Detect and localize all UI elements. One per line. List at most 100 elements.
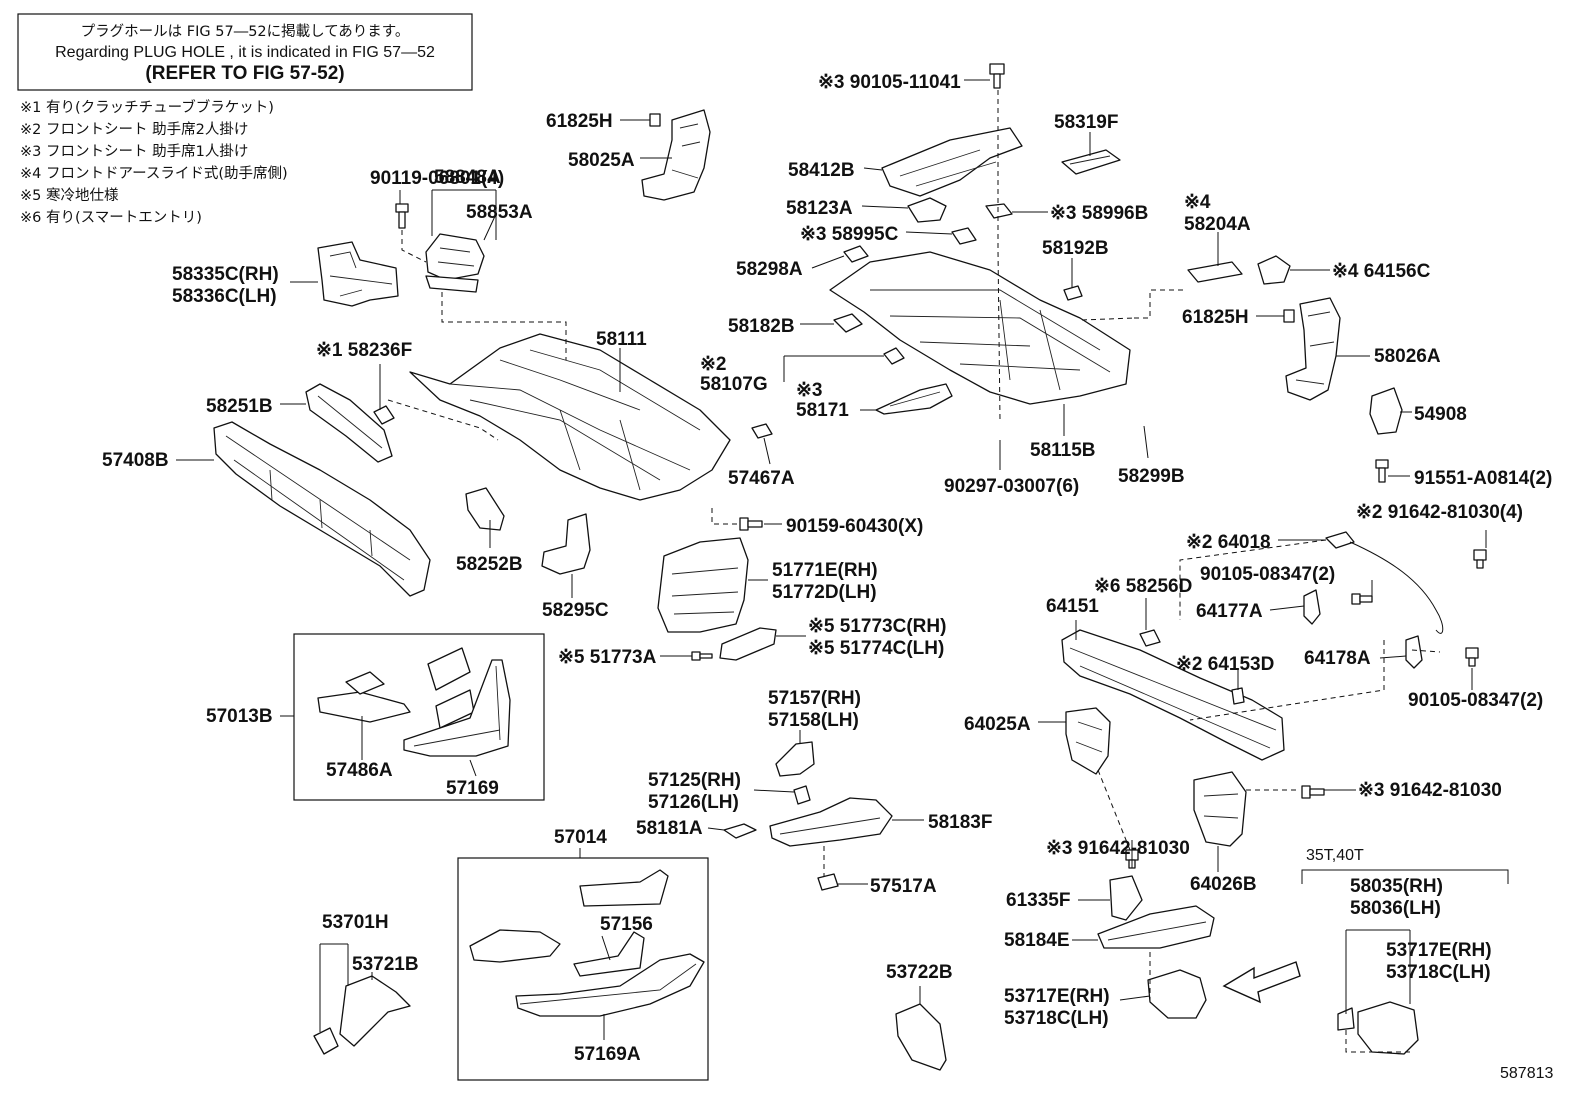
label-64177a: 64177A <box>1196 601 1263 622</box>
label-58171: 58171 <box>796 400 849 421</box>
label-58236f: ※1 58236F <box>316 340 412 361</box>
part-58192b-clip <box>1063 285 1083 301</box>
part-57486a-bracket <box>317 691 411 723</box>
bolt-91642-a-icon <box>1473 549 1487 569</box>
group-35t-40t-label: 35T,40T <box>1306 847 1364 864</box>
notice-line-2: Regarding PLUG HOLE , it is indicated in… <box>55 44 435 61</box>
label-57486a: 57486A <box>326 760 393 781</box>
assembly-57013b-box <box>293 633 545 801</box>
label-58299b: 58299B <box>1118 466 1185 487</box>
bolt-90119-icon <box>395 203 409 229</box>
label-64153d: ※2 64153D <box>1176 654 1274 675</box>
part-58995c-clip <box>951 227 977 245</box>
label-54908: 54908 <box>1414 404 1467 425</box>
label-58192b: 58192B <box>1042 238 1109 259</box>
label-57169: 57169 <box>446 778 499 799</box>
part-58184e-member <box>1097 905 1215 949</box>
label-57156: 57156 <box>600 914 653 935</box>
label-57157: 57157(RH) <box>768 688 861 709</box>
label-57158: 57158(LH) <box>768 710 859 731</box>
part-64025a-bracket <box>1065 707 1111 775</box>
label-53721b: 53721B <box>352 954 419 975</box>
part-labels: 90119-06801(4) 58848A 58853A 58335C(RH) … <box>102 72 1553 1082</box>
part-58123a-bracket <box>907 197 947 223</box>
label-51773c: ※5 51773C(RH) <box>808 616 946 637</box>
label-91642-81030-4: ※2 91642-81030(4) <box>1356 502 1523 523</box>
label-58295c: 58295C <box>542 600 609 621</box>
part-64153d-clip <box>1231 687 1245 705</box>
part-53701h-bracket <box>313 975 411 1055</box>
label-58182b: 58182B <box>728 316 795 337</box>
label-58319f: 58319F <box>1054 112 1118 133</box>
part-58025a-bracket <box>641 109 711 201</box>
part-58996b-clip <box>985 203 1013 219</box>
part-64018-cable <box>1325 531 1444 634</box>
part-53717e-b-bracket <box>1357 1001 1419 1055</box>
bolt-90105-08347-b-icon <box>1465 647 1479 667</box>
part-51771e-step <box>657 537 749 633</box>
label-53718c-b: 53718C(LH) <box>1386 962 1491 983</box>
label-57517a: 57517A <box>870 876 937 897</box>
assembly-57014-box <box>457 857 709 1081</box>
label-58853a: 58853A <box>466 202 533 223</box>
part-57408b-crossmember <box>213 421 431 597</box>
label-58256d: ※6 58256D <box>1094 576 1192 597</box>
label-58298a: 58298A <box>736 259 803 280</box>
label-58204a-note: ※4 <box>1184 192 1211 213</box>
label-91642-81030-c: ※3 91642-81030 <box>1046 838 1190 859</box>
footnote-6: ※6 有り(スマートエントリ) <box>20 209 202 226</box>
part-58295c-bracket <box>541 513 591 575</box>
label-61825h-b: 61825H <box>1182 307 1249 328</box>
notice-box: プラグホールは FIG 57―52に掲載してあります。 Regarding PL… <box>17 13 473 91</box>
part-58335c-bracket <box>317 241 399 307</box>
label-58412b: 58412B <box>788 160 855 181</box>
label-64156c: ※4 64156C <box>1332 261 1431 282</box>
bolt-90105-11041-icon <box>989 63 1005 89</box>
label-64026b: 64026B <box>1190 874 1257 895</box>
label-57014: 57014 <box>554 827 607 848</box>
label-58181a: 58181A <box>636 818 703 839</box>
label-58111: 58111 <box>596 329 647 350</box>
label-58204a: 58204A <box>1184 214 1251 235</box>
label-58123a: 58123A <box>786 198 853 219</box>
label-58026a: 58026A <box>1374 346 1441 367</box>
part-64177a-bracket <box>1303 589 1321 625</box>
label-53717e-a: 53717E(RH) <box>1004 986 1110 1007</box>
bolt-90105-08347-a-icon <box>1351 593 1373 605</box>
label-53718c-a: 53718C(LH) <box>1004 1008 1109 1029</box>
footnote-1: ※1 有り(クラッチチューブブラケット) <box>20 98 274 116</box>
label-58995c: ※3 58995C <box>800 224 899 245</box>
leader-lines <box>176 79 1487 1040</box>
part-58181a-clip <box>723 823 757 839</box>
label-90105-11041: ※3 90105-11041 <box>818 72 961 93</box>
part-58204a-plate <box>1187 261 1243 283</box>
part-61825h-b-pad <box>1283 309 1295 323</box>
bolt-51773a-icon <box>691 651 713 661</box>
label-58335c: 58335C(RH) <box>172 264 279 285</box>
footnote-list: ※1 有り(クラッチチューブブラケット) ※2 フロントシート 助手席2人掛け … <box>20 98 288 226</box>
part-64026b-bracket <box>1193 771 1247 847</box>
label-53717e-b: 53717E(RH) <box>1386 940 1492 961</box>
label-90159: 90159-60430(X) <box>786 516 923 537</box>
label-61335f: 61335F <box>1006 890 1070 911</box>
label-64151: 64151 <box>1046 596 1099 617</box>
figure-id: 587813 <box>1500 1065 1553 1082</box>
part-57517a-clip <box>817 873 839 891</box>
footnote-5: ※5 寒冷地仕様 <box>20 186 119 204</box>
part-57125-clip <box>793 785 811 805</box>
part-58026a-bracket <box>1285 297 1341 401</box>
part-57169a-member <box>515 953 705 1017</box>
label-58171-note: ※3 <box>796 380 823 401</box>
label-58115b: 58115B <box>1030 440 1096 461</box>
part-58251b-member <box>305 383 393 463</box>
label-53701h: 53701H <box>322 912 389 933</box>
part-53722b-bracket <box>895 1003 947 1071</box>
label-58251b: 58251B <box>206 396 273 417</box>
label-58107g: 58107G <box>700 374 768 395</box>
label-58996b: ※3 58996B <box>1050 203 1148 224</box>
notice-frame <box>17 13 473 91</box>
label-58107g-note: ※2 <box>700 354 727 375</box>
label-51774c: ※5 51774C(LH) <box>808 638 944 659</box>
